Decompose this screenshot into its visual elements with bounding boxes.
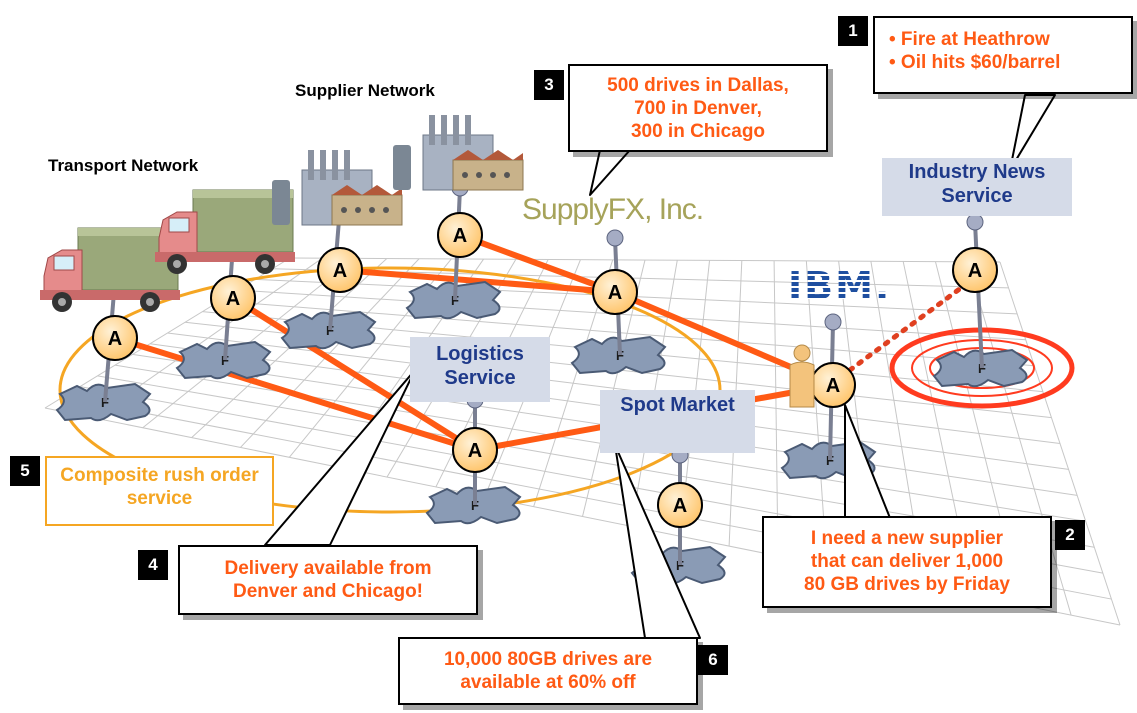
supplier-network-label: Supplier Network — [295, 81, 435, 100]
agent-letter: A — [108, 328, 122, 350]
platform-letter: F — [326, 323, 334, 338]
step-number-4: 4 — [138, 550, 168, 580]
callout-delivery: Delivery available from Denver and Chica… — [178, 545, 478, 615]
link-factory2-supplyfx — [457, 232, 618, 295]
agent-letter: A — [673, 495, 687, 517]
agent-circle — [657, 482, 703, 528]
supplier-agent-2: FA — [405, 179, 502, 320]
callout-delivery-line-2: Denver and Chicago! — [232, 581, 424, 602]
platform-letter: F — [101, 395, 109, 410]
callout-spot-offer-line-2: available at 60% off — [460, 672, 636, 693]
platform-puzzle-piece — [280, 310, 377, 350]
agent-pole — [973, 221, 984, 369]
callout-delivery-line-1: Delivery available from — [224, 558, 432, 579]
pin-knob — [824, 313, 842, 331]
agent-circle — [210, 275, 256, 321]
agent-circle — [317, 247, 363, 293]
agent-circle — [452, 427, 498, 473]
news-agent: FA — [932, 213, 1029, 388]
person-icon — [789, 344, 815, 408]
agent-letter: A — [468, 440, 482, 462]
callout-request-line-1: I need a new supplier — [810, 528, 1004, 549]
step-number-1: 1 — [838, 16, 868, 46]
platform-letter: F — [676, 558, 684, 573]
callout-request-line-3: 80 GB drives by Friday — [804, 574, 1010, 595]
callout-request: I need a new supplier that can deliver 1… — [762, 516, 1052, 608]
agent-letter: A — [826, 375, 840, 397]
supplyfx-agent: FA — [570, 229, 667, 375]
platform-puzzle-piece — [55, 382, 152, 422]
callout-inventory-line-2: 700 in Denver, — [634, 98, 762, 119]
supplier-agent-1: FA — [280, 199, 377, 350]
platform-letter: F — [451, 293, 459, 308]
factory-icon — [393, 115, 524, 191]
step-number-2: 2 — [1055, 520, 1085, 550]
transport-agent-1: FA — [55, 271, 152, 422]
platform-letter: F — [471, 498, 479, 513]
agent-letter: A — [968, 260, 982, 282]
callout-news-line-1: • Fire at Heathrow — [889, 29, 1050, 50]
grid-line — [237, 289, 1026, 341]
platform-letter: F — [978, 361, 986, 376]
step-number-5: 5 — [10, 456, 40, 486]
industry-news-service-box: Industry News Service — [882, 158, 1072, 216]
agent-circle — [592, 269, 638, 315]
link-ibm-news-dotted — [847, 282, 968, 373]
truck-icon — [155, 189, 295, 274]
grid-line — [289, 257, 1001, 263]
agent-letter: A — [333, 260, 347, 282]
platform-letter: F — [826, 453, 834, 468]
step-number-3: 3 — [534, 70, 564, 100]
callout-request-line-2: that can deliver 1,000 — [810, 551, 1004, 572]
callout-news: • Fire at Heathrow • Oil hits $60/barrel — [873, 16, 1133, 94]
pin-knob — [966, 213, 984, 231]
callout-inventory-line-3: 300 in Chicago — [630, 121, 766, 142]
agent-circle — [437, 212, 483, 258]
agent-letter: A — [453, 225, 467, 247]
pin-knob — [606, 229, 624, 247]
callout-spot-offer-line-1: 10,000 80GB drives are — [443, 649, 653, 670]
step-number-6: 6 — [698, 645, 728, 675]
callout-news-line-2: • Oil hits $60/barrel — [889, 52, 1061, 73]
supplyfx-logo: SupplyFX, Inc. — [522, 193, 704, 226]
platform-puzzle-piece — [425, 485, 522, 525]
composite-service-label: Composite rush order service — [45, 456, 274, 526]
platform-letter: F — [221, 353, 229, 368]
agent-circle — [952, 247, 998, 293]
callout-spot-offer: 10,000 80GB drives are available at 60% … — [398, 637, 698, 705]
callout-inventory: 500 drives in Dallas, 700 in Denver, 300… — [568, 64, 828, 152]
factory-icon — [272, 150, 403, 226]
transport-network-label: Transport Network — [48, 156, 199, 175]
platform-puzzle-piece — [570, 335, 667, 375]
platform-puzzle-piece — [175, 340, 272, 380]
platform-letter: F — [616, 348, 624, 363]
platform-puzzle-piece — [405, 280, 502, 320]
platform-puzzle-piece — [932, 348, 1029, 388]
agent-letter: A — [226, 288, 240, 310]
logistics-service-box: Logistics Service — [410, 337, 550, 402]
callout-inventory-line-1: 500 drives in Dallas, — [607, 75, 789, 96]
ibm-logo: IBM. — [788, 264, 892, 308]
transport-agent-2: FA — [175, 236, 272, 380]
spot-market-box: Spot Market — [600, 390, 755, 453]
agent-letter: A — [608, 282, 622, 304]
agent-circle — [92, 315, 138, 361]
link-truck2-hub — [230, 295, 478, 453]
logistics-agent: FA — [425, 391, 522, 525]
link-truck1-hub — [112, 335, 478, 453]
link-factory1-supplyfx — [337, 267, 618, 295]
